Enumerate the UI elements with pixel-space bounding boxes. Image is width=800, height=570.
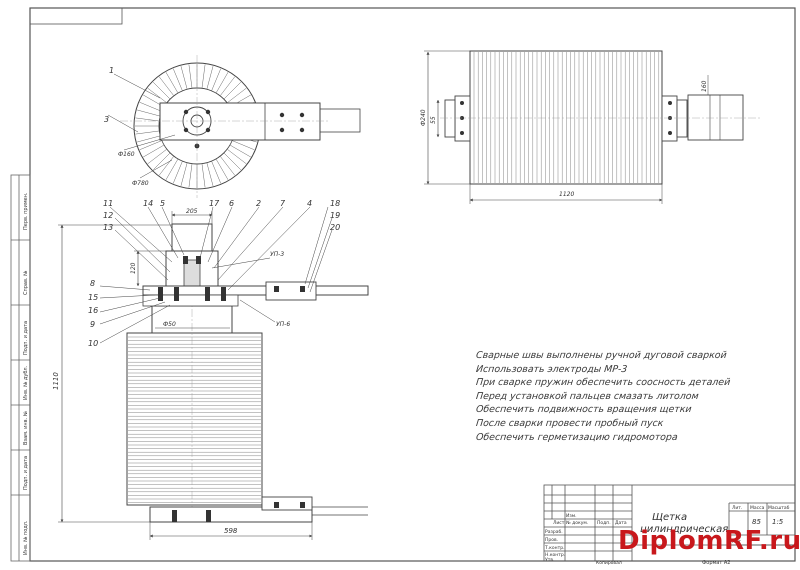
part-label-19: 19 [330,211,340,220]
side-stamp-1: Перв. примен. [23,192,29,230]
weld-mark-2: УП-6 [276,321,290,328]
col-doc: № докум. [566,520,588,526]
side-view-labels: 1 3 Ф160 Ф780 [104,66,149,187]
header-mass: Масса [750,505,765,511]
dim-dia-inner: Ф160 [118,151,135,158]
col-date: Дата [615,520,627,526]
role-tcontr: Т.контр. [544,545,565,551]
note-4: Перед установкой пальцев смазать литолом [475,390,700,402]
part-label-3: 3 [104,115,109,124]
scale-value: 1:5 [772,518,784,526]
part-label-13: 13 [103,223,113,232]
part-label-5: 5 [160,199,165,208]
front-view-labels: 11 12 13 8 15 16 9 10 14 5 17 6 2 7 4 18… [52,199,340,535]
watermark-logo: DiplomRF.ru [618,526,800,556]
side-stamp-labels: Перв. примен. Справ. № Подп. и дата Инв.… [23,192,29,555]
role-approve: Утв. [545,557,554,563]
side-stamp-5: Взам. инв. № [23,410,29,445]
part-label-17: 17 [209,199,220,208]
part-label-11: 11 [103,199,113,208]
col-sign: Подп. [597,520,611,526]
side-view-disk [107,55,361,198]
part-label-16: 16 [88,306,98,315]
copied-label: Копировал [596,560,622,566]
part-label-7: 7 [280,199,286,208]
technical-requirements: Сварные швы выполнены ручной дуговой сва… [475,349,776,444]
dim-shaft: Ф50 [163,321,176,328]
sheet-format: Формат А2 [702,560,730,566]
title-block-values: Щетка цилиндрическая 85 1:5 [640,512,784,535]
part-label-6: 6 [229,199,234,208]
part-label-9: 9 [90,320,95,329]
note-1: Сварные швы выполнены ручной дуговой сва… [475,350,728,361]
sheet-lit: Лит [732,539,741,545]
dim-width-bottom: 598 [224,527,238,535]
col-ism: Изм. [566,513,577,519]
role-check: Пров. [545,537,558,543]
role-dev: Разраб. [545,529,563,535]
side-stamp-6: Подп. и дата [23,456,29,490]
part-label-8: 8 [90,279,95,288]
title-line-2: цилиндрическая [640,524,728,535]
dim-hub-dia: Ф240 [420,109,427,126]
note-3: При сварке пружин обеспечить соосность д… [475,377,731,389]
note-2: Использовать электроды МР-3 [475,363,628,375]
title-block-labels: Изм. Лист № докум. Подп. Дата Разраб. Пр… [544,505,790,566]
dim-hub-top: 55 [430,116,437,124]
part-label-20: 20 [330,223,340,232]
dim-top-height: 120 [130,262,137,274]
note-7: Обеспечить герметизацию гидромотора [475,431,679,443]
role-ncontr: Н.контр. [545,552,565,558]
header-scale: Масштаб [768,505,790,511]
dim-top-small: 205 [186,208,198,215]
title-line-1: Щетка [652,512,687,523]
weld-mark-1: УП-3 [270,251,284,258]
col-list: Лист [553,520,565,526]
side-stamp-2: Справ. № [23,270,29,295]
front-view-assembly [58,206,369,540]
plan-view-brush [424,50,760,204]
note-6: После сварки провести пробный пуск [475,417,664,429]
header-lit: Лит. [732,505,742,511]
side-stamp-3: Подп. и дата [23,321,29,355]
dim-length-top: 1120 [559,191,574,198]
part-label-14: 14 [143,199,153,208]
part-label-18: 18 [330,199,340,208]
plan-view-labels: 1120 Ф240 55 160 [420,80,708,198]
part-label-2: 2 [256,199,261,208]
part-label-15: 15 [88,293,98,302]
note-5: Обеспечить подвижность вращения щетки [475,404,693,416]
part-label-4: 4 [307,199,312,208]
dim-dia-outer: Ф780 [132,180,149,187]
part-label-1: 1 [109,66,114,75]
side-stamp-4: Инв. № дубл. [23,365,29,400]
side-stamp-7: Инв. № подл. [23,520,29,555]
dim-height-left: 1110 [52,372,60,390]
dim-hub-right: 160 [701,80,708,92]
mass-value: 85 [752,518,761,526]
part-label-10: 10 [88,339,98,348]
title-block [543,484,796,562]
part-label-12: 12 [103,211,113,220]
side-stamp [10,174,31,562]
